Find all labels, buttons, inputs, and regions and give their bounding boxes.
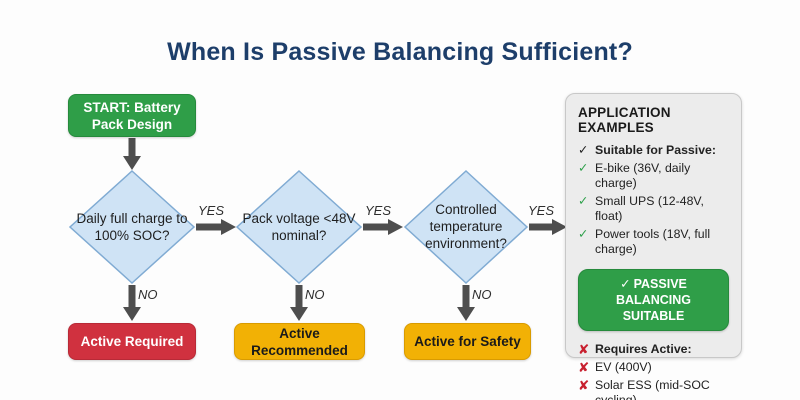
check-icon: ✓ xyxy=(578,227,589,241)
no-label-1: NO xyxy=(138,287,158,302)
application-examples-panel: APPLICATION EXAMPLES ✓ Suitable for Pass… xyxy=(565,93,742,400)
list-item: ✘ Solar ESS (mid-SOC cycling) xyxy=(578,378,729,400)
no-label-3: NO xyxy=(472,287,492,302)
yes-label-3: YES xyxy=(527,203,554,218)
requires-item-label: EV (400V) xyxy=(595,360,652,374)
start-node-label: START: Battery Pack Design xyxy=(83,99,181,132)
cross-icon: ✘ xyxy=(578,342,590,357)
suitable-item-label: E-bike (36V, daily charge) xyxy=(595,161,691,190)
arrow-no-1 xyxy=(123,285,141,321)
result-label: Active for Safety xyxy=(414,334,521,349)
page-title: When Is Passive Balancing Sufficient? xyxy=(167,38,633,66)
check-icon: ✓ xyxy=(620,277,631,291)
suitable-header-label: Suitable for Passive: xyxy=(595,143,716,157)
no-label-2: NO xyxy=(305,287,325,302)
requires-item-label: Solar ESS (mid-SOC cycling) xyxy=(595,378,710,400)
decision-3-question: Controlled temperature environment? xyxy=(425,202,507,251)
suitable-header-row: ✓ Suitable for Passive: xyxy=(578,143,729,158)
arrow-start-to-d1 xyxy=(123,138,141,170)
arrow-yes-1 xyxy=(196,219,236,235)
decision-2-question: Pack voltage <48V nominal? xyxy=(242,211,356,243)
result-active-recommended: Active Recommended xyxy=(234,323,365,360)
list-item: ✓ E-bike (36V, daily charge) xyxy=(578,161,729,191)
check-icon: ✓ xyxy=(578,161,589,175)
passive-suitable-badge: ✓PASSIVE BALANCING SUITABLE xyxy=(578,269,729,331)
passive-suitable-label: PASSIVE BALANCING SUITABLE xyxy=(616,277,691,323)
arrow-no-2 xyxy=(290,285,308,321)
arrow-yes-3 xyxy=(529,219,567,235)
list-item: ✓ Power tools (18V, full charge) xyxy=(578,227,729,257)
arrow-yes-2 xyxy=(363,219,403,235)
result-active-for-safety: Active for Safety xyxy=(404,323,531,360)
requires-header-row: ✘ Requires Active: xyxy=(578,342,729,357)
decision-1-question: Daily full charge to 100% SOC? xyxy=(76,211,188,243)
decision-diamond-3 xyxy=(403,169,529,285)
decision-diamond-1 xyxy=(68,169,196,285)
cross-icon: ✘ xyxy=(578,378,590,393)
result-label: Active Recommended xyxy=(251,325,348,358)
arrow-no-3 xyxy=(457,285,475,321)
suitable-item-label: Power tools (18V, full charge) xyxy=(595,227,711,256)
result-label: Active Required xyxy=(80,334,184,349)
suitable-item-label: Small UPS (12-48V, float) xyxy=(595,194,704,223)
yes-label-1: YES xyxy=(197,203,224,218)
yes-label-2: YES xyxy=(364,203,391,218)
cross-icon: ✘ xyxy=(578,360,590,375)
list-item: ✘ EV (400V) xyxy=(578,360,729,375)
result-active-required: Active Required xyxy=(68,323,196,360)
panel-title: APPLICATION EXAMPLES xyxy=(578,105,671,135)
check-icon: ✓ xyxy=(578,143,589,157)
list-item: ✓ Small UPS (12-48V, float) xyxy=(578,194,729,224)
start-node: START: Battery Pack Design xyxy=(68,94,196,137)
decision-diamond-2 xyxy=(235,169,363,285)
check-icon: ✓ xyxy=(578,194,589,208)
requires-header-label: Requires Active: xyxy=(595,342,692,356)
